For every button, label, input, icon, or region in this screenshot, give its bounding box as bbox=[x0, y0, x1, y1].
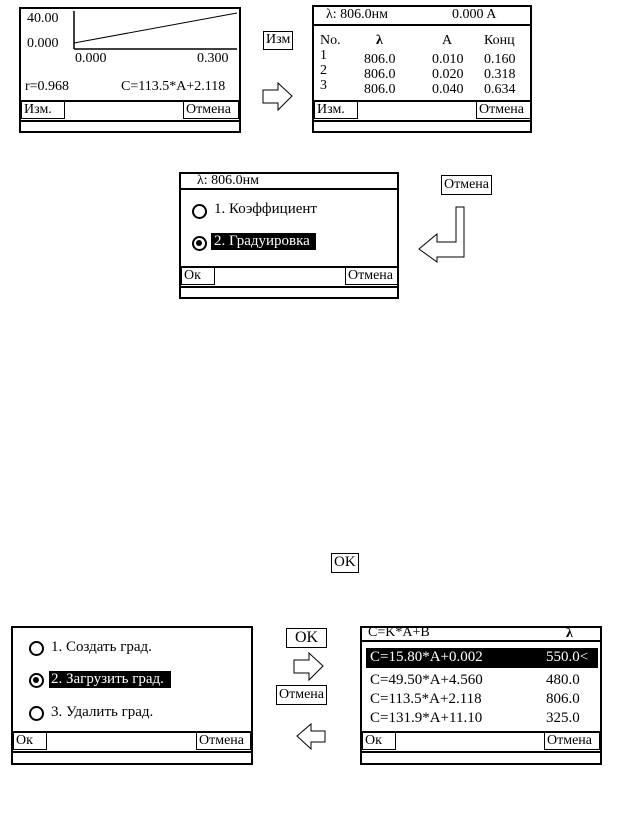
table-cancel-softkey[interactable]: Отмена bbox=[476, 101, 531, 119]
list-header-formula: C=K*A+B bbox=[368, 625, 430, 640]
select-header-lambda: λ: 806.0нм bbox=[197, 173, 260, 188]
menu-softkey-divider bbox=[13, 731, 251, 733]
select-header-divider bbox=[181, 188, 397, 190]
table-row-lambda: 806.0 bbox=[364, 82, 396, 97]
radio-delete-calibration[interactable] bbox=[29, 706, 44, 721]
menu-ok-softkey[interactable]: Ок bbox=[13, 732, 47, 750]
list-row-selected[interactable] bbox=[366, 648, 598, 668]
table-row-no: 2 bbox=[320, 63, 327, 78]
radio-create-calibration[interactable] bbox=[29, 641, 44, 656]
option-delete-calibration[interactable]: 3. Удалить град. bbox=[51, 704, 154, 720]
graph-bottom-divider bbox=[21, 120, 239, 122]
table-row-conc: 0.318 bbox=[484, 67, 516, 82]
radio-coefficient[interactable] bbox=[192, 204, 207, 219]
graph-calibration-line bbox=[73, 12, 238, 44]
table-header-absorbance: 0.000 A bbox=[452, 7, 497, 22]
list-cancel-softkey[interactable]: Отмена bbox=[544, 732, 600, 750]
edit-arrow-label: Изм bbox=[263, 31, 294, 50]
graph-equation: C=113.5*A+2.118 bbox=[121, 79, 226, 94]
right-arrow-icon bbox=[262, 81, 293, 112]
table-col-a: A bbox=[442, 33, 453, 48]
option-calibration-selected[interactable]: 2. Градуировка bbox=[211, 233, 316, 250]
menu-bottom-divider bbox=[13, 751, 251, 753]
radio-load-calibration[interactable] bbox=[29, 673, 44, 688]
menu-cancel-softkey[interactable]: Отмена bbox=[196, 732, 251, 750]
list-row-lambda[interactable]: 806.0 bbox=[546, 691, 580, 707]
table-edit-softkey[interactable]: Изм. bbox=[314, 101, 358, 119]
return-left-arrow-icon bbox=[418, 206, 465, 263]
graph-screen: 40.00 0.000 0.000 0.300 r=0.968 C=113.5*… bbox=[19, 7, 241, 133]
graph-x-right-label: 0.300 bbox=[197, 51, 229, 66]
select-bottom-divider bbox=[181, 286, 397, 288]
table-row-a: 0.040 bbox=[432, 82, 464, 97]
table-row-a: 0.010 bbox=[432, 52, 464, 67]
graph-y-top-label: 40.00 bbox=[27, 11, 59, 26]
list-softkey-divider bbox=[362, 731, 600, 733]
graph-plot-area bbox=[73, 11, 238, 50]
left-arrow-icon bbox=[296, 722, 326, 751]
table-bottom-divider bbox=[314, 120, 530, 122]
option-load-calibration-selected[interactable]: 2. Загрузить град. bbox=[49, 671, 171, 688]
radio-calibration[interactable] bbox=[192, 236, 207, 251]
list-bottom-divider bbox=[362, 751, 600, 753]
table-row-a: 0.020 bbox=[432, 67, 464, 82]
graph-x-left-label: 0.000 bbox=[75, 51, 107, 66]
table-screen: λ: 806.0нм 0.000 A No. λ A Конц 1 806.0 … bbox=[312, 5, 532, 133]
right-arrow-icon bbox=[293, 651, 324, 682]
table-row-no: 3 bbox=[320, 78, 327, 93]
cancel-arrow-label-bottom: Отмена bbox=[276, 685, 328, 705]
cancel-arrow-label-top: Отмена bbox=[441, 175, 493, 195]
select-softkey-divider bbox=[181, 266, 397, 268]
list-row-formula[interactable]: C=49.50*A+4.560 bbox=[370, 672, 483, 688]
list-row-formula[interactable]: C=131.9*A+11.10 bbox=[370, 710, 483, 726]
list-row-lambda[interactable]: 325.0 bbox=[546, 710, 580, 726]
graph-r-value: r=0.968 bbox=[25, 79, 70, 94]
table-row-conc: 0.160 bbox=[484, 52, 516, 67]
list-header-divider bbox=[362, 640, 600, 642]
table-row-lambda: 806.0 bbox=[364, 67, 396, 82]
graph-cancel-softkey[interactable]: Отмена bbox=[183, 101, 239, 119]
table-col-lambda: λ bbox=[376, 33, 383, 48]
graph-softkey-divider bbox=[21, 100, 239, 102]
list-row-formula[interactable]: C=15.80*A+0.002 bbox=[370, 649, 483, 665]
list-row-lambda[interactable]: 550.0< bbox=[546, 649, 589, 665]
table-row-no: 1 bbox=[320, 48, 327, 63]
list-row-lambda[interactable]: 480.0 bbox=[546, 672, 580, 688]
table-header-lambda: λ: 806.0нм bbox=[326, 7, 389, 22]
table-header-divider bbox=[314, 24, 530, 26]
list-row-formula[interactable]: C=113.5*A+2.118 bbox=[370, 691, 482, 707]
table-col-no: No. bbox=[320, 33, 341, 48]
select-cancel-softkey[interactable]: Отмена bbox=[345, 267, 398, 285]
ok-arrow-label-middle: OK bbox=[331, 553, 359, 573]
ok-arrow-label-bottom: OK bbox=[286, 628, 328, 648]
table-row-conc: 0.634 bbox=[484, 82, 516, 97]
list-header-lambda: λ bbox=[566, 626, 573, 641]
select-screen: λ: 806.0нм 1. Коэффициент 2. Градуировка… bbox=[179, 172, 399, 299]
select-ok-softkey[interactable]: Ок bbox=[181, 267, 215, 285]
table-softkey-divider bbox=[314, 100, 530, 102]
list-ok-softkey[interactable]: Ок bbox=[362, 732, 396, 750]
list-screen: C=K*A+B λ C=15.80*A+0.002 550.0< C=49.50… bbox=[360, 625, 602, 765]
graph-y-bottom-label: 0.000 bbox=[27, 36, 59, 51]
table-row-lambda: 806.0 bbox=[364, 52, 396, 67]
table-col-conc: Конц bbox=[484, 33, 515, 48]
option-coefficient[interactable]: 1. Коэффициент bbox=[214, 201, 317, 217]
menu-screen: 1. Создать град. 2. Загрузить град. 3. У… bbox=[11, 626, 253, 765]
graph-edit-softkey[interactable]: Изм. bbox=[21, 101, 65, 119]
option-create-calibration[interactable]: 1. Создать град. bbox=[51, 639, 152, 655]
